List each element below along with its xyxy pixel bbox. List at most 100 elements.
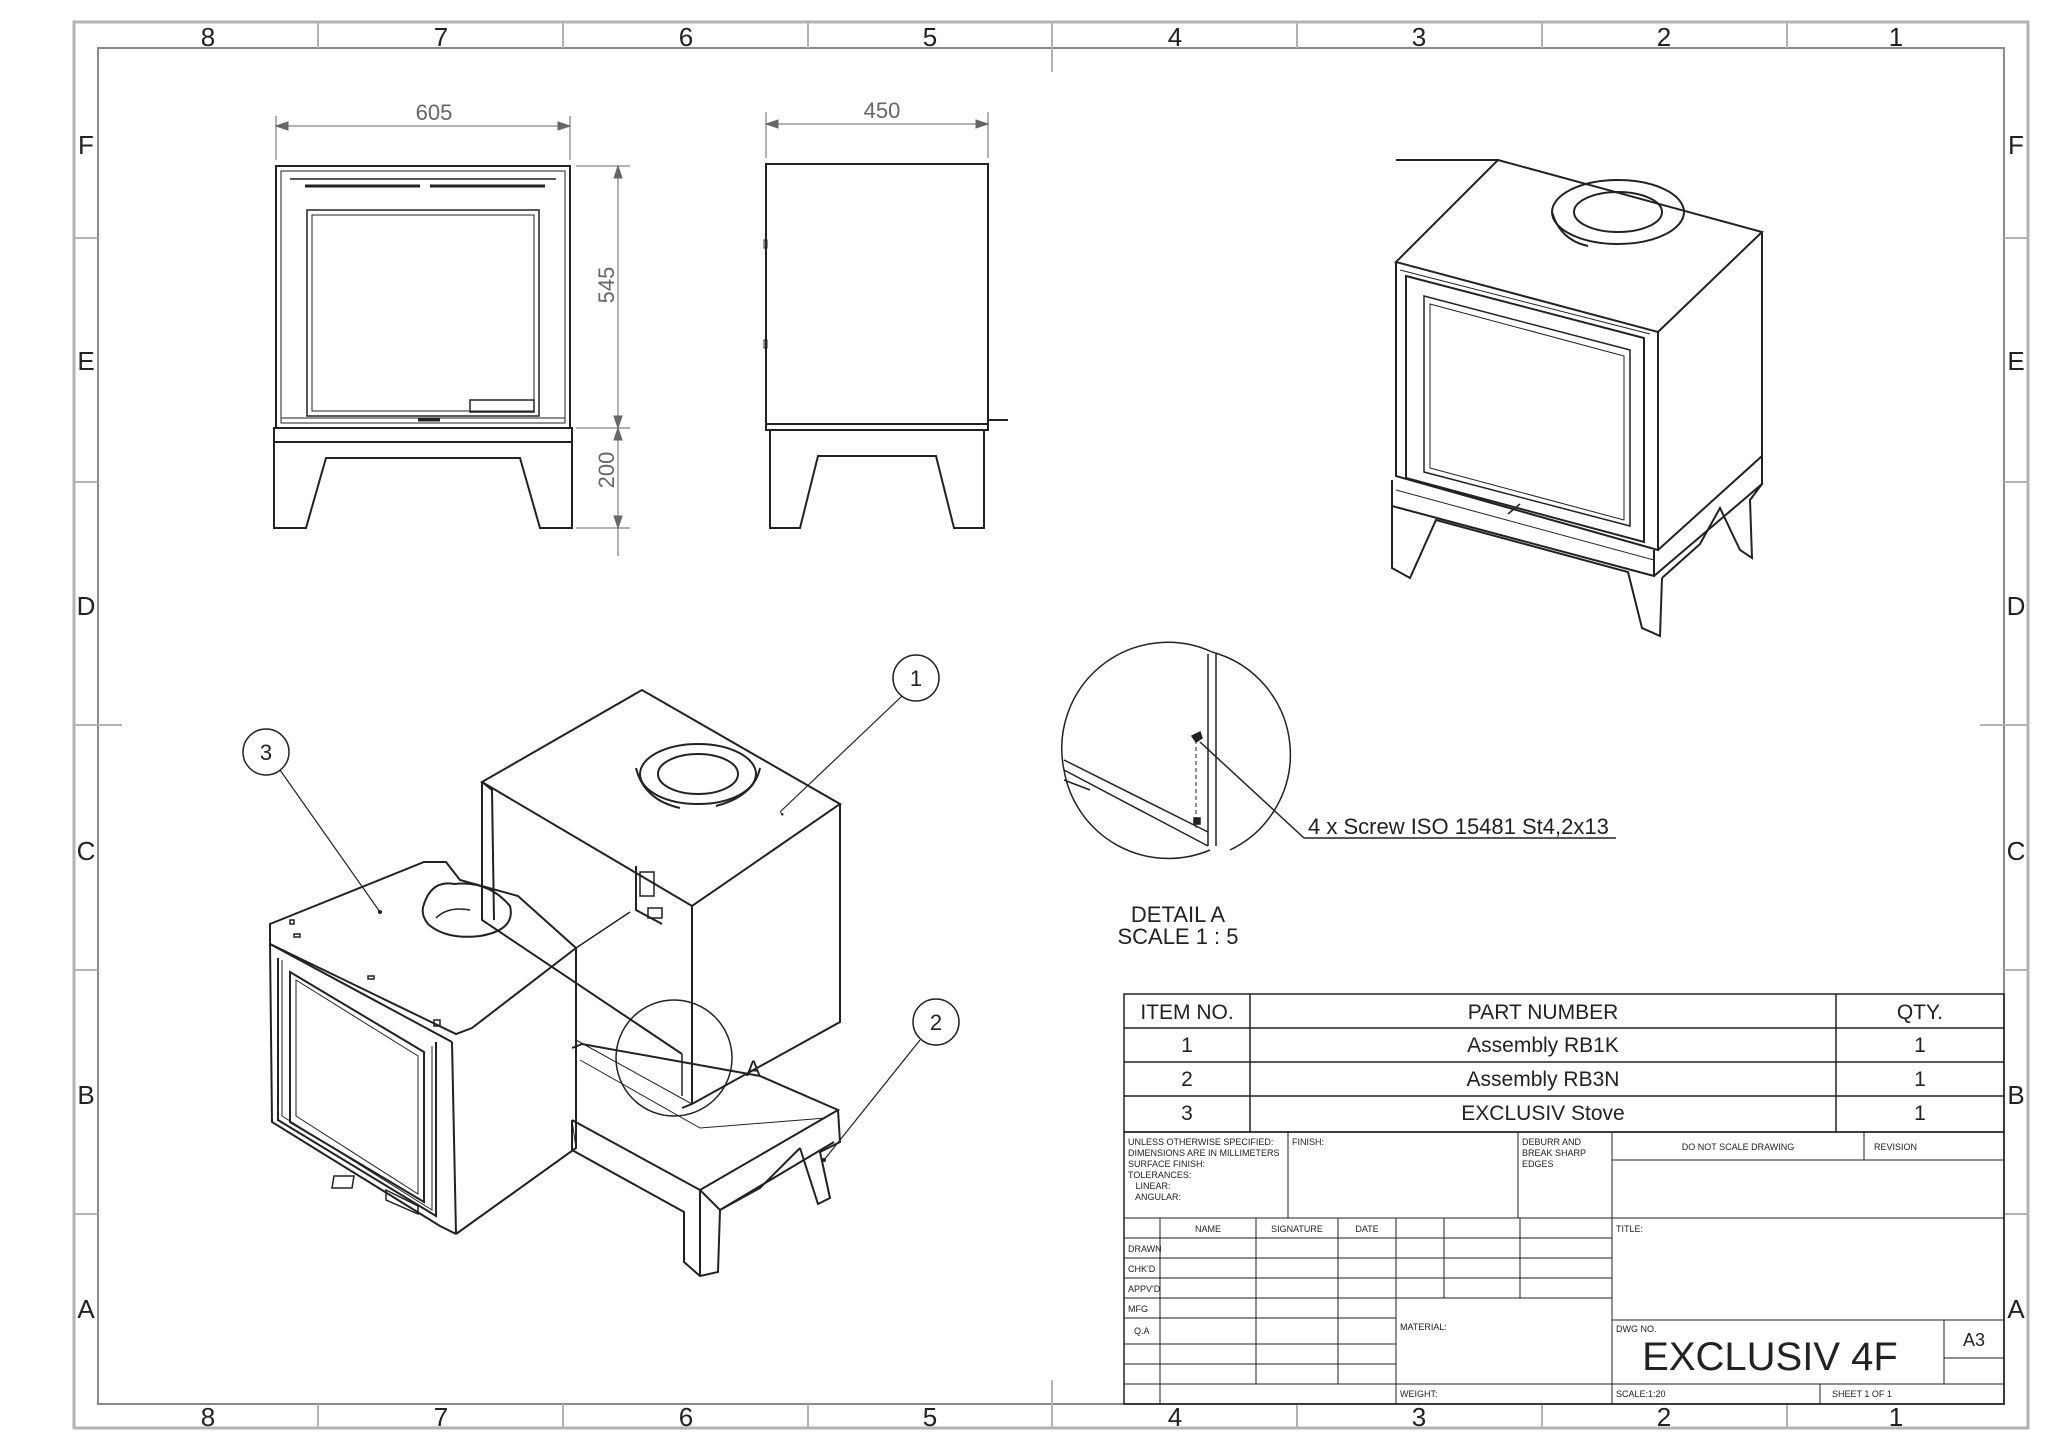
col-date: DATE <box>1355 1224 1378 1234</box>
deburr-line: EDGES <box>1522 1159 1554 1169</box>
weight-label: WEIGHT: <box>1400 1389 1438 1399</box>
balloon-3-label: 3 <box>260 740 272 765</box>
bom-row-item: 3 <box>1181 1102 1193 1125</box>
dimension-450 <box>764 112 990 158</box>
detail-title-line1: DETAIL A <box>1131 902 1225 927</box>
detail-circle-marker <box>615 999 733 1117</box>
zone-col-bottom: 2 <box>1657 1402 1671 1432</box>
balloon-3: 3 <box>242 728 382 914</box>
dwg-no-label: DWG NO. <box>1616 1324 1657 1334</box>
dimension-545-label: 545 <box>594 267 619 304</box>
detail-title-line2: SCALE 1 : 5 <box>1117 924 1238 949</box>
zone-row-left: C <box>77 836 96 866</box>
do-not-scale-label: DO NOT SCALE DRAWING <box>1682 1142 1795 1152</box>
balloon-1: 1 <box>779 654 940 816</box>
zone-col-top: 3 <box>1412 22 1426 52</box>
tolerance-line: TOLERANCES: <box>1128 1170 1191 1180</box>
zone-col-top: 1 <box>1889 22 1903 52</box>
bom-row-qty: 1 <box>1914 1068 1926 1091</box>
material-label: MATERIAL: <box>1400 1322 1447 1332</box>
deburr-line: BREAK SHARP <box>1522 1148 1586 1158</box>
bom-header-part: PART NUMBER <box>1468 1001 1619 1024</box>
zone-col-bottom: 7 <box>434 1402 448 1432</box>
sheet-size: A3 <box>1963 1330 1985 1350</box>
revision-label: REVISION <box>1874 1142 1917 1152</box>
col-signature: SIGNATURE <box>1271 1224 1323 1234</box>
zone-col-top: 6 <box>679 22 693 52</box>
tolerance-line: ANGULAR: <box>1128 1192 1181 1202</box>
zone-row-left: E <box>77 346 94 376</box>
zone-col-bottom: 6 <box>679 1402 693 1432</box>
dimension-605 <box>274 116 572 160</box>
row-label: CHK'D <box>1128 1264 1156 1274</box>
detail-callout-note: 4 x Screw ISO 15481 St4,2x13 <box>1308 814 1609 839</box>
scale-label: SCALE:1:20 <box>1616 1389 1666 1399</box>
zone-row-right: E <box>2007 346 2024 376</box>
bom-row-part: EXCLUSIV Stove <box>1461 1102 1624 1125</box>
bom-row-item: 2 <box>1181 1068 1193 1091</box>
side-view <box>763 163 1008 529</box>
title-block <box>1123 1131 2005 1405</box>
zone-labels-top: 8 7 6 5 4 3 2 1 <box>201 22 1903 52</box>
zone-row-left: F <box>78 130 94 160</box>
balloon-2-label: 2 <box>930 1010 942 1035</box>
bom-text: ITEM NO. PART NUMBER QTY. 1 Assembly RB1… <box>1140 1001 1943 1125</box>
front-view <box>273 165 573 529</box>
bom-row-qty: 1 <box>1914 1034 1926 1057</box>
dimension-200-label: 200 <box>594 452 619 489</box>
tolerance-line: SURFACE FINISH: <box>1128 1159 1205 1169</box>
zone-col-bottom: 1 <box>1889 1402 1903 1432</box>
deburr-line: DEBURR AND <box>1522 1137 1582 1147</box>
zone-col-top: 5 <box>923 22 937 52</box>
zone-row-right: D <box>2007 591 2026 621</box>
row-label: Q.A <box>1134 1326 1150 1336</box>
zone-col-bottom: 4 <box>1168 1402 1182 1432</box>
zone-row-left: A <box>77 1294 95 1324</box>
bom-row-part: Assembly RB3N <box>1467 1068 1620 1091</box>
tolerance-line: UNLESS OTHERWISE SPECIFIED: <box>1128 1137 1273 1147</box>
zone-col-top: 7 <box>434 22 448 52</box>
balloon-1-label: 1 <box>910 666 922 691</box>
tolerance-line: LINEAR: <box>1128 1181 1171 1191</box>
zone-labels-left: F E D C B A <box>77 130 96 1324</box>
zone-col-bottom: 8 <box>201 1402 215 1432</box>
zone-row-right: B <box>2007 1080 2024 1110</box>
zone-col-bottom: 5 <box>923 1402 937 1432</box>
detail-a-view <box>1061 641 1292 860</box>
dimension-450-label: 450 <box>864 98 901 123</box>
finish-label: FINISH: <box>1292 1137 1324 1147</box>
dwg-no: EXCLUSIV 4F <box>1642 1335 1898 1379</box>
exploded-view <box>269 688 842 1278</box>
bom-row-item: 1 <box>1181 1034 1193 1057</box>
zone-row-left: B <box>77 1080 94 1110</box>
row-label: APPV'D <box>1128 1284 1161 1294</box>
detail-circle-label: A <box>746 1056 761 1081</box>
zone-row-right: F <box>2008 130 2024 160</box>
zone-col-top: 4 <box>1168 22 1182 52</box>
zone-col-top: 2 <box>1657 22 1671 52</box>
zone-row-right: A <box>2007 1294 2025 1324</box>
zone-labels-bottom: 8 7 6 5 4 3 2 1 <box>201 1402 1903 1432</box>
row-label: DRAWN <box>1128 1244 1162 1254</box>
zone-ticks <box>74 22 2028 1428</box>
bom-row-qty: 1 <box>1914 1102 1926 1125</box>
bom-header-qty: QTY. <box>1897 1001 1943 1024</box>
detail-callout <box>1199 741 1616 839</box>
bom-row-part: Assembly RB1K <box>1467 1034 1619 1057</box>
bom-header-item: ITEM NO. <box>1140 1001 1233 1024</box>
zone-labels-right: F E D C B A <box>2007 130 2026 1324</box>
dimension-545-200 <box>576 164 630 556</box>
zone-col-top: 8 <box>201 22 215 52</box>
zone-col-bottom: 3 <box>1412 1402 1426 1432</box>
tolerance-line: DIMENSIONS ARE IN MILLIMETERS <box>1128 1148 1280 1158</box>
title-label: TITLE: <box>1616 1224 1643 1234</box>
row-label: MFG <box>1128 1304 1148 1314</box>
dimension-605-label: 605 <box>416 100 453 125</box>
isometric-view <box>1391 158 1764 638</box>
sheet-label: SHEET 1 OF 1 <box>1832 1389 1892 1399</box>
zone-row-left: D <box>77 591 96 621</box>
zone-row-right: C <box>2007 836 2026 866</box>
title-block-text: UNLESS OTHERWISE SPECIFIED: DIMENSIONS A… <box>1128 1137 1985 1399</box>
balloon-2: 2 <box>822 998 960 1162</box>
